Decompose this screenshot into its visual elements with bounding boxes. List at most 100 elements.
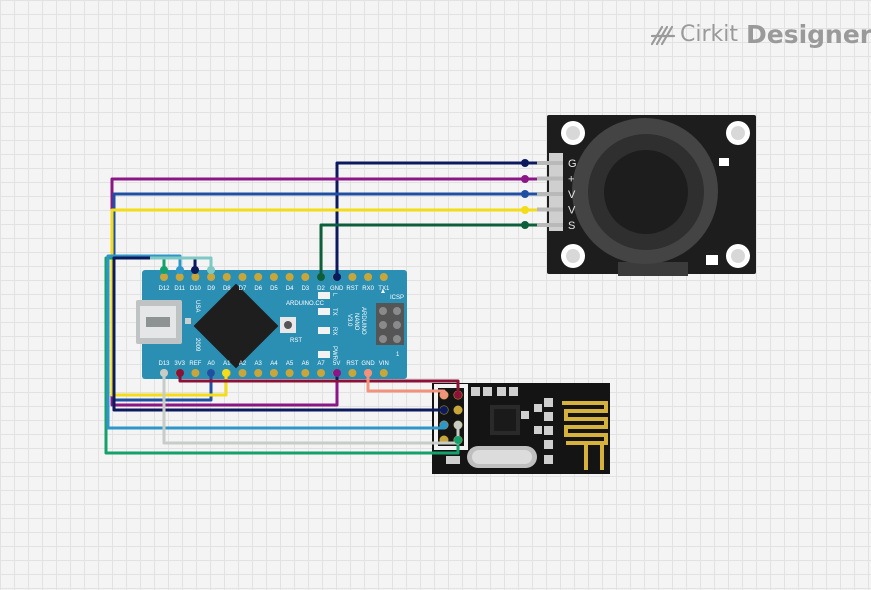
joystick-module[interactable] [547,115,756,276]
arduino-pin-label: RST [346,361,358,367]
arduino-pin-label: D2 [317,286,325,292]
joystick-pin-label: V [568,189,576,201]
wire-end-yellow [222,369,230,377]
joystick-pin-+5v[interactable] [537,176,563,181]
arduino-pin-label: D12 [158,286,170,292]
led-l [318,292,330,299]
arduino-pin-label: D3 [301,286,309,292]
arduino-pin-ref[interactable] [191,369,200,377]
wire-end-maroon [176,369,184,377]
wire-end-blue [207,369,215,377]
arduino-pin-label: RX0 [362,286,374,292]
board-country: USA [194,300,200,312]
arduino-pin-label: D7 [239,286,247,292]
arduino-pin-d6[interactable] [254,273,263,281]
arduino-pin-d3[interactable] [301,273,310,281]
nrf-pin-pad-4[interactable] [453,405,463,415]
arduino-pin-label: D10 [190,286,202,292]
led-tx [318,308,330,315]
led-rx-label: RX [331,327,337,335]
wire-end-purple [521,175,529,183]
brand-name: Cirkit [680,22,738,47]
microcontroller-chip [193,283,279,369]
arduino-pin-rx0[interactable] [364,273,373,281]
arduino-pin-label: A4 [270,361,278,367]
icsp-pin-one: 1 [396,352,400,358]
led-rx [318,327,330,334]
wire-end-navy [333,273,341,281]
nrf24l01-module[interactable] [432,383,610,474]
joystick-pin-gnd[interactable] [537,161,563,165]
wire-end-maroon [454,391,462,399]
joystick-pin-vry[interactable] [537,207,563,212]
wire-end-navy [521,159,529,167]
wire-end-green [317,273,325,281]
arduino-pin-label: A1 [223,361,231,367]
wire-end-salmon [440,391,448,399]
arduino-pin-rst[interactable] [348,369,357,377]
arduino-pin-d8[interactable] [222,273,231,281]
arduino-pin-label: D9 [207,286,215,292]
arduino-pin-label: A0 [207,361,215,367]
arduino-pin-d10[interactable] [191,273,200,281]
arduino-pin-label: GND [330,286,344,292]
brand-product: Designer [746,20,871,49]
wire-navy[interactable] [335,161,537,277]
arduino-pin-a5[interactable] [285,369,294,377]
joystick-pin-label: + [568,174,574,186]
wire-end-green [521,221,529,229]
arduino-pin-label: D4 [286,286,294,292]
wire-gray[interactable] [162,373,460,445]
cirkit-logo-icon [650,25,676,45]
reset-label: RST [290,338,302,344]
arduino-pin-a2[interactable] [238,369,247,377]
arduino-pin-label: 3V3 [174,361,185,367]
wire-end-gray [454,421,462,429]
arduino-pin-d7[interactable] [238,273,247,281]
pcb-antenna [562,401,608,470]
wire-end-lightblue [440,421,448,429]
arduino-pin-label: D6 [254,286,262,292]
wire-end-purple [333,369,341,377]
wire-end-yellow [521,206,529,214]
board-year: 2009 [194,338,200,352]
arduino-pin-d11[interactable] [175,273,184,281]
board-nano: NANO [353,313,359,331]
wire-end-blue [521,190,529,198]
arduino-pin-label: REF [189,361,201,367]
arduino-nano[interactable]: ARDUINO.CC RST ICSP 1 ARDUINO NANO V3.0 … [136,270,407,379]
joystick-pin-labels: G+VVS [537,158,577,232]
arduino-pin-label: A7 [317,361,325,367]
arduino-pin-label: GND [361,361,375,367]
wire-end-teal [454,436,462,444]
board-version: V3.0 [346,314,352,327]
arduino-pin-a3[interactable] [254,369,263,377]
arduino-pin-d5[interactable] [269,273,278,281]
joystick-pin-label: S [568,220,575,232]
arduino-pin-tx1[interactable] [379,273,388,281]
arduino-pin-a4[interactable] [269,369,278,377]
board-model: ARDUINO [360,307,366,335]
wire-teal[interactable] [104,256,460,455]
joystick-pin-label: V [568,205,576,217]
arduino-pin-a6[interactable] [301,369,310,377]
arduino-pin-d4[interactable] [285,273,294,281]
arduino-pin-a7[interactable] [317,369,325,377]
arduino-pin-d12[interactable] [160,273,168,281]
wire-navy[interactable] [112,256,444,412]
wire-green[interactable] [319,223,537,277]
arduino-pin-label: D5 [270,286,278,292]
arduino-pin-label: D13 [158,361,170,367]
wire-yellow[interactable] [110,208,537,397]
joystick-pin-sw[interactable] [537,223,563,227]
arduino-pin-rst[interactable] [348,273,357,281]
wire-purple[interactable] [110,177,537,407]
arduino-pin-label: A3 [255,361,263,367]
wire-end-navy [440,406,448,414]
arduino-pin-label: VIN [379,361,389,367]
arduino-pin-d9[interactable] [207,273,216,281]
arduino-pin-label: A2 [239,361,247,367]
arduino-pin-vin[interactable] [379,369,388,377]
joystick-pin-vrx[interactable] [537,192,563,196]
